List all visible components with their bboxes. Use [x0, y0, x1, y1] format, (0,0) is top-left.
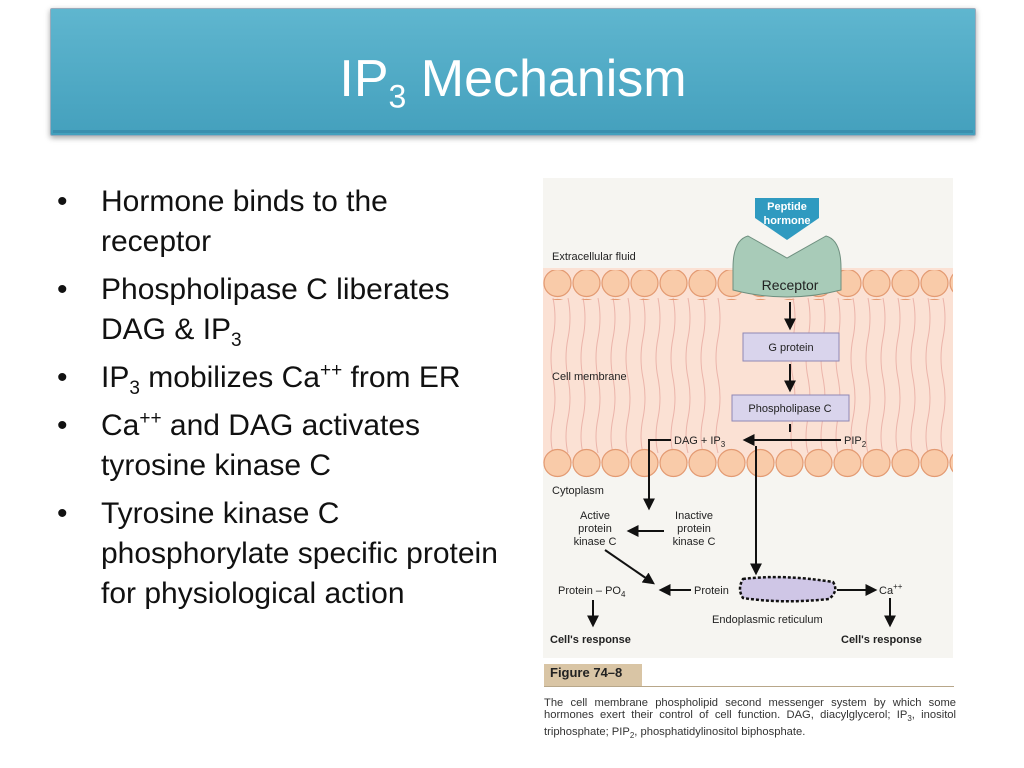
figure-label: Figure 74–8 — [550, 665, 623, 680]
receptor-shape — [732, 235, 842, 298]
dag-ip3-label: DAG + IP3 — [674, 435, 726, 449]
inactive-kinase-1: Inactive — [675, 510, 713, 522]
figure-label-box — [544, 664, 642, 686]
bullet-item: Ca++ and DAG activates tyrosine kinase C — [55, 406, 505, 486]
active-kinase-3: kinase C — [574, 536, 617, 548]
bullet-item: Phospholipase C liberates DAG & IP3 — [55, 270, 505, 350]
response-left-label: Cell's response — [550, 634, 631, 646]
g-protein-label: G protein — [768, 342, 813, 354]
response-right-label: Cell's response — [841, 634, 922, 646]
er-shape — [738, 575, 837, 603]
active-kinase-2: protein — [578, 523, 612, 535]
bullet-item: Tyrosine kinase C phosphorylate specific… — [55, 494, 505, 614]
slide-title: IP3 Mechanism — [339, 50, 687, 115]
peptide-label-1: Peptide — [767, 201, 807, 213]
peptide-label-2: hormone — [763, 215, 810, 227]
title-bar: IP3 Mechanism — [50, 8, 976, 136]
active-kinase-1: Active — [580, 510, 610, 522]
phospholipase-box — [731, 394, 850, 422]
inactive-kinase-3: kinase C — [673, 536, 716, 548]
receptor-label: Receptor — [762, 277, 819, 293]
ca-label: Ca++ — [879, 582, 903, 597]
bullet-item: Hormone binds to the receptor — [55, 182, 505, 262]
inactive-kinase-2: protein — [677, 523, 711, 535]
phospholipase-label: Phospholipase C — [748, 403, 831, 415]
figure-caption: The cell membrane phospholipid second me… — [544, 697, 957, 741]
cytoplasm-label: Cytoplasm — [552, 485, 604, 497]
er-label: Endoplasmic reticulum — [712, 614, 823, 626]
g-protein-box — [742, 332, 840, 362]
peptide-hormone-shape — [755, 198, 819, 240]
lipid-tails — [550, 297, 946, 454]
ip3-pathway-diagram: Extracellular fluid Cell membrane Cytopl… — [543, 178, 953, 658]
protein-label: Protein — [694, 585, 729, 597]
bullet-item: IP3 mobilizes Ca++ from ER — [55, 358, 505, 398]
bullet-list: Hormone binds to the receptor Phospholip… — [55, 182, 505, 622]
protein-po4-label: Protein – PO4 — [558, 585, 626, 599]
pip2-label: PIP2 — [844, 435, 867, 449]
membrane-heads-bottom — [543, 448, 953, 478]
figure-divider — [544, 686, 954, 687]
cell-membrane-label: Cell membrane — [552, 371, 627, 383]
extracellular-label: Extracellular fluid — [552, 251, 636, 263]
